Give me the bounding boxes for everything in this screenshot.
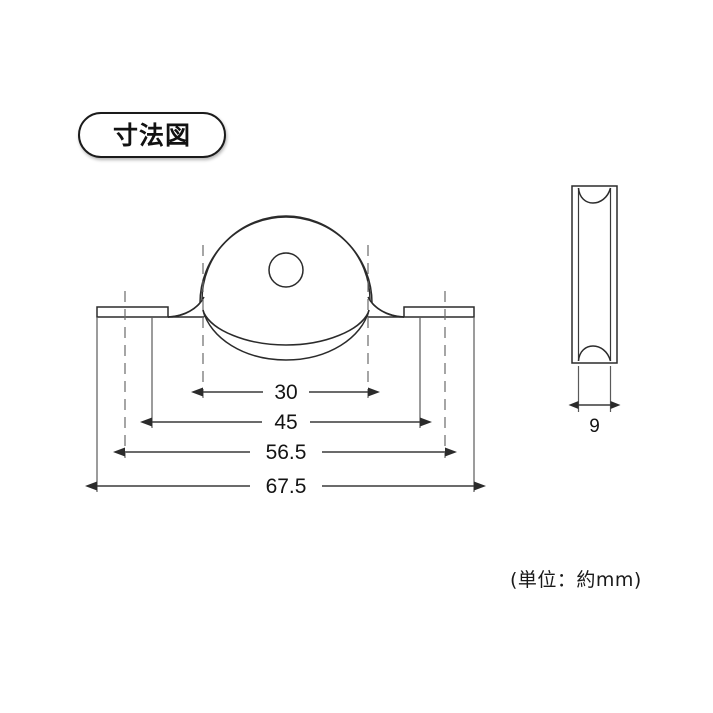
groove-lower-arc: [202, 309, 370, 361]
dimension-30: 30: [191, 381, 380, 404]
side-outer-body: [571, 185, 618, 364]
wheel-inner-arc: [201, 215, 371, 301]
groove-cusp-right: [366, 309, 370, 318]
side-view: 9: [568, 185, 621, 437]
dimension-67-5: 67.5: [85, 475, 486, 498]
wheel-outer-arc: [199, 216, 373, 304]
title-badge: 寸法図: [78, 112, 226, 158]
dim-9-label: 9: [589, 416, 600, 437]
axle-hole: [268, 252, 304, 288]
dim-565-label: 56.5: [266, 441, 307, 464]
dimension-45: 45: [140, 411, 432, 434]
dim-675-label: 67.5: [266, 475, 307, 498]
bracket-left-shoulder: [167, 302, 201, 318]
dim-30-label: 30: [274, 381, 297, 404]
mounting-plate-right: [403, 306, 475, 318]
side-groove-top-arc: [577, 187, 612, 204]
bracket-right-shoulder: [371, 302, 405, 318]
groove-cusp-left: [202, 309, 206, 318]
groove-upper-arc: [203, 312, 369, 346]
dimension-9: 9: [568, 401, 621, 437]
dimension-56-5: 56.5: [113, 441, 457, 464]
mounting-plate-left: [96, 306, 169, 318]
unit-note: (単位：約mm): [510, 569, 642, 591]
page-title: 寸法図: [112, 120, 191, 150]
dim-45-label: 45: [274, 411, 297, 434]
side-groove-bottom-arc: [577, 345, 612, 362]
front-view: 30 45 56.5 67.5: [85, 215, 486, 498]
